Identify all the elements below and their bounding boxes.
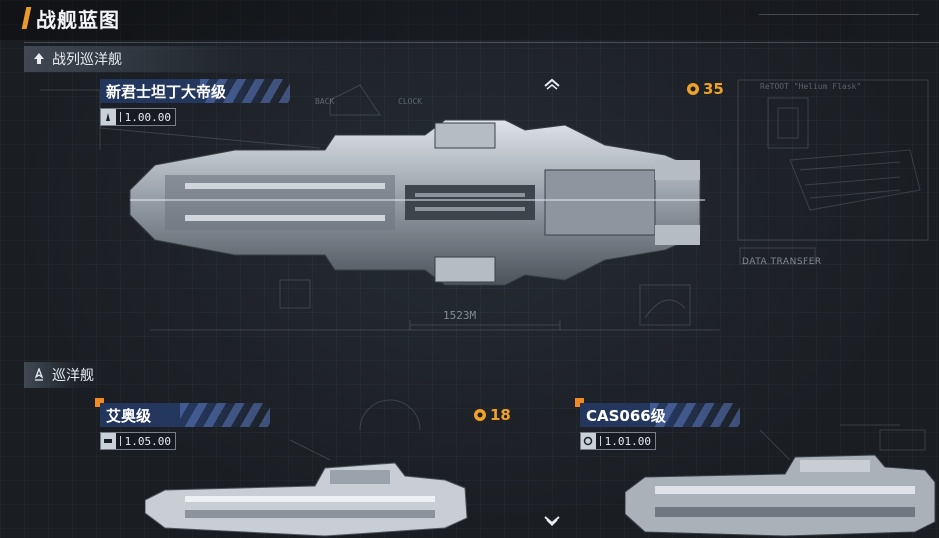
ship-class-icon: [581, 433, 596, 449]
ship-version: 1.01.00: [604, 434, 651, 448]
scroll-down-button[interactable]: [540, 514, 564, 528]
schematic-caption: ReTOOT "Helium Flask": [760, 82, 862, 91]
ship-class-icon: [101, 433, 116, 449]
blueprint-tag-clock: CLOCK: [398, 97, 423, 106]
scroll-up-button[interactable]: [540, 77, 564, 91]
ship-card-cas066[interactable]: CAS066级: [580, 403, 740, 427]
title-bar: 战舰蓝图: [0, 0, 939, 40]
ship-cost: 35: [686, 80, 724, 98]
ship-model-constantine[interactable]: [125, 115, 705, 290]
section-header-cruiser: 巡洋舰: [24, 362, 110, 388]
ship-version: 1.05.00: [124, 434, 171, 448]
resource-gear-icon: [474, 409, 486, 421]
title-accent-mark: [21, 7, 32, 29]
banner-stripes: [650, 403, 740, 427]
ship-version-box: 1.01.00: [580, 432, 656, 450]
version-separator: [119, 112, 121, 122]
title-divider: [24, 42, 939, 43]
ship-length: 1523M: [443, 309, 477, 322]
ship-version-box: 1.00.00: [100, 108, 176, 126]
ship-version-box: 1.05.00: [100, 432, 176, 450]
ship-version: 1.00.00: [124, 110, 171, 124]
chevron-down-icon: [544, 516, 560, 527]
ship-name: CAS066级: [586, 406, 666, 425]
ship-name: 艾奥级: [106, 406, 152, 425]
ship-model-cas066[interactable]: [625, 452, 937, 538]
ship-name: 新君士坦丁大帝级: [106, 82, 227, 101]
rank-chevron-icon: [34, 53, 44, 64]
blueprint-tag-back: BACK: [315, 97, 335, 106]
ship-card-io[interactable]: 艾奥级: [100, 403, 270, 427]
ship-cost: 18: [473, 406, 511, 424]
banner-stripes: [200, 79, 290, 103]
chevron-up-icon: [544, 78, 560, 90]
section-label: 巡洋舰: [52, 368, 94, 384]
ship-model-io[interactable]: [145, 458, 470, 538]
title-decor-line: [759, 14, 919, 23]
section-label: 战列巡洋舰: [52, 52, 122, 68]
version-separator: [599, 436, 601, 446]
ship-cost-value: 18: [490, 406, 511, 424]
rocket-icon: [34, 368, 44, 381]
resource-gear-icon: [687, 83, 699, 95]
new-indicator: [575, 398, 584, 407]
section-header-battlecruiser: 战列巡洋舰: [24, 46, 384, 72]
version-separator: [119, 436, 121, 446]
banner-stripes: [180, 403, 270, 427]
page-title: 战舰蓝图: [36, 8, 120, 32]
ship-class-icon: [101, 109, 116, 125]
new-indicator: [95, 398, 104, 407]
ship-cost-value: 35: [703, 80, 724, 98]
data-transfer-label: DATA TRANSFER: [742, 257, 822, 267]
ship-card-constantine[interactable]: 新君士坦丁大帝级: [100, 79, 290, 103]
